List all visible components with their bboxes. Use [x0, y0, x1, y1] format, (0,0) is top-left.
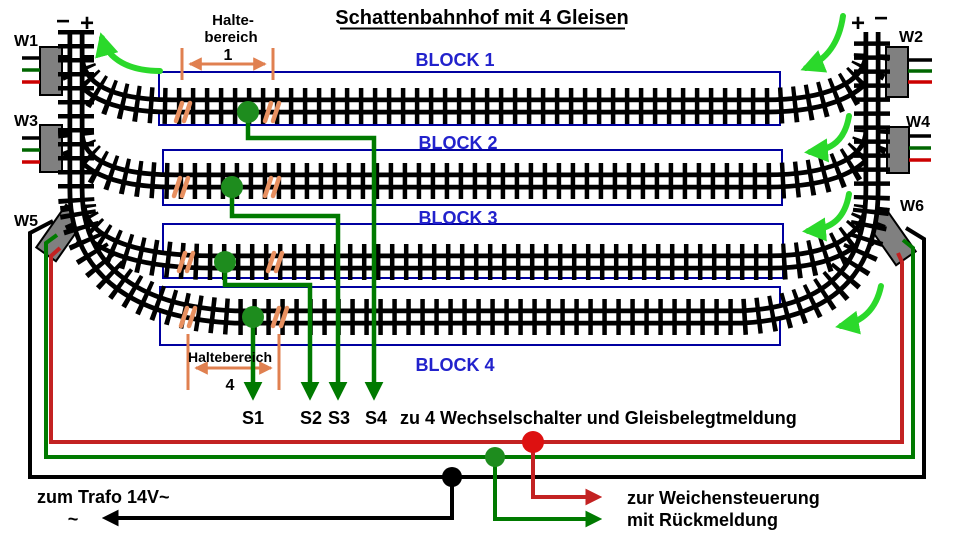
isolator-block2-left — [171, 175, 191, 199]
bus-wire-red — [49, 246, 904, 444]
w4-stubs — [909, 134, 931, 162]
rueckmeldung-label: mit Rückmeldung — [627, 510, 778, 530]
junction-dot-black — [442, 467, 462, 487]
halte4-label: Haltebereich — [188, 349, 272, 365]
w3-stubs — [22, 136, 40, 164]
bus-wire-green — [44, 233, 915, 459]
bus-wires — [28, 219, 926, 479]
w4-label: W4 — [906, 114, 930, 131]
track-main-loop-block-4 — [58, 30, 890, 335]
sensor-wire-s2 — [222, 262, 320, 401]
terminal-left-plus: + — [80, 10, 94, 37]
isolator-block4-left — [178, 305, 198, 329]
direction-arrow-exit-left — [95, 32, 163, 74]
terminal-right-minus: − — [874, 5, 888, 32]
halte-dimensions — [180, 48, 281, 390]
isolator-block1-left — [173, 100, 193, 124]
w1-stubs — [22, 56, 40, 84]
sensor-wire-s4 — [245, 112, 384, 401]
sensor-dot-block3 — [214, 251, 236, 273]
page-title: Schattenbahnhof mit 4 Gleisen — [335, 7, 628, 29]
trafo-tilde: ~ — [68, 509, 79, 529]
sensor-wire-s3 — [229, 187, 348, 401]
trafo-label: zum Trafo 14V~ — [37, 487, 170, 507]
w2-stubs — [908, 58, 932, 84]
sensor-wires — [222, 112, 384, 401]
signal-s3-label: S3 — [328, 408, 350, 428]
halte1-number: 1 — [224, 47, 233, 64]
branch-wire-rueckmeldung — [493, 457, 603, 528]
sensor-dots — [214, 101, 264, 328]
block-4-label: BLOCK 4 — [415, 355, 494, 375]
sensor-dot-block2 — [221, 176, 243, 198]
isolator-block1-right — [262, 100, 282, 124]
halte4-number: 4 — [226, 377, 235, 394]
direction-arrow-enter-block2 — [804, 113, 852, 163]
isolator-block3-left — [176, 250, 196, 274]
direction-arrow-enter-block4 — [835, 283, 884, 335]
block-1-label: BLOCK 1 — [415, 50, 494, 70]
halte1-label-line1: Halte- — [212, 12, 254, 29]
signal-s4-label: S4 — [365, 408, 387, 428]
direction-arrows — [95, 13, 884, 335]
w2-label: W2 — [899, 29, 923, 46]
sensor-dot-block1 — [237, 101, 259, 123]
weichensteuerung-label: zur Weichensteuerung — [627, 488, 820, 508]
switch-wire-stubs — [22, 56, 932, 164]
branch-wire-trafo — [101, 477, 454, 527]
junction-dots — [442, 431, 544, 487]
junction-dot-green — [485, 447, 505, 467]
terminal-right-plus: + — [851, 10, 865, 37]
signal-s1-label: S1 — [242, 408, 264, 428]
isolator-block3-right — [265, 250, 285, 274]
terminal-left-minus: − — [56, 8, 70, 35]
bus-branches — [101, 442, 603, 528]
isolator-block2-right — [262, 175, 282, 199]
halte1-label-line2: bereich — [204, 29, 257, 46]
sensor-dot-block4 — [242, 306, 264, 328]
w6-label: W6 — [900, 198, 924, 215]
bus-wire-black — [28, 219, 926, 479]
signal-caption: zu 4 Wechselschalter und Gleisbelegtmeld… — [400, 408, 797, 428]
junction-dot-red — [522, 431, 544, 453]
branch-wire-weichensteuerung — [531, 442, 603, 506]
w5-label: W5 — [14, 213, 38, 230]
isolator-block4-right — [270, 305, 290, 329]
rail-isolators — [171, 100, 290, 329]
w3-label: W3 — [14, 113, 38, 130]
block-2-label: BLOCK 2 — [418, 133, 497, 153]
signal-s2-label: S2 — [300, 408, 322, 428]
block-3-label: BLOCK 3 — [418, 208, 497, 228]
direction-arrow-enter-block1 — [800, 13, 846, 73]
track-block-1 — [58, 50, 890, 124]
direction-arrow-enter-block3 — [802, 191, 852, 242]
switch-motor-w4 — [886, 126, 910, 174]
w1-label: W1 — [14, 33, 38, 50]
